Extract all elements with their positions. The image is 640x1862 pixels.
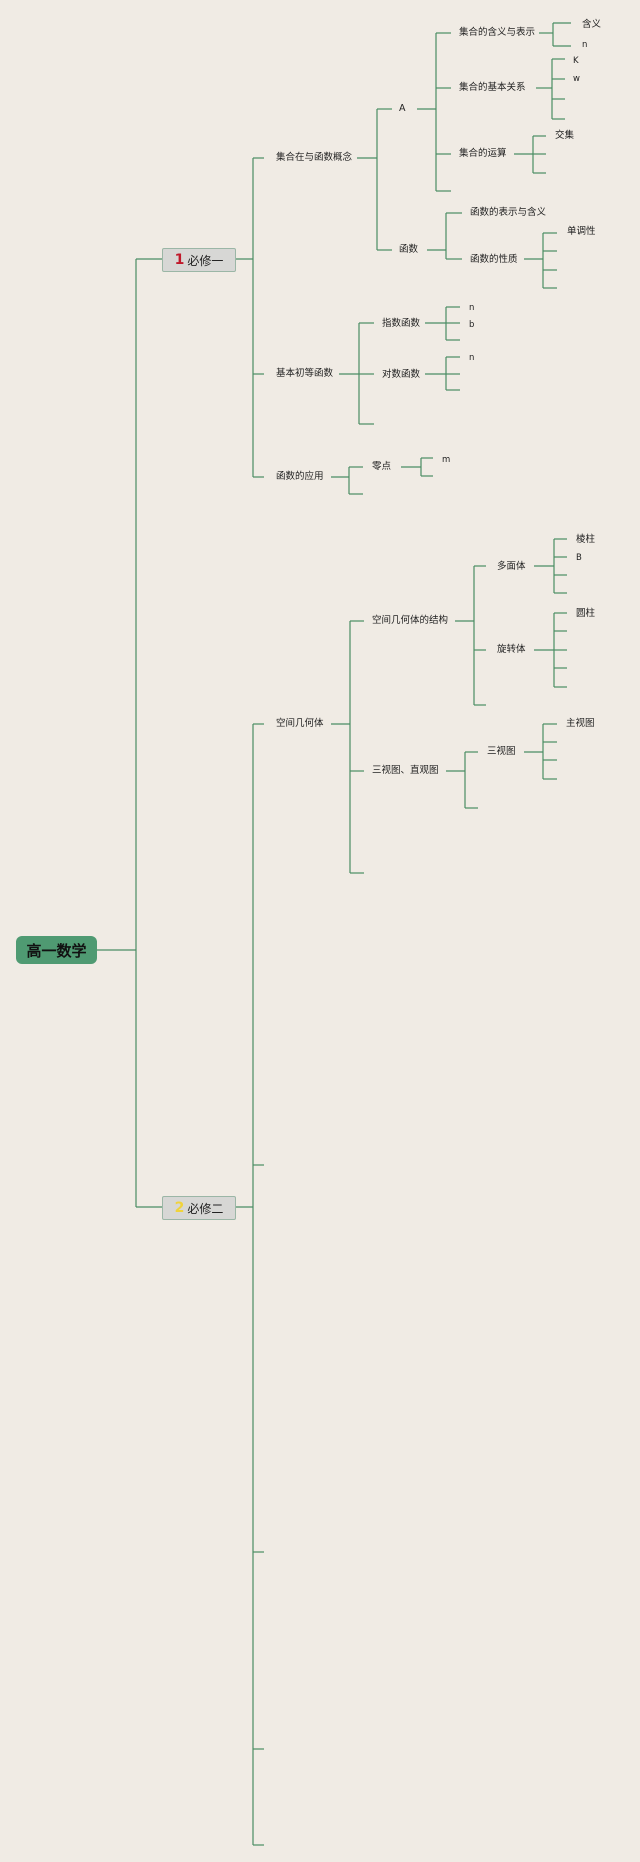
- node-m[interactable]: m: [442, 455, 451, 465]
- node-monotonicity[interactable]: 单调性: [567, 226, 596, 237]
- branch-bixiu-1[interactable]: 1 必修一: [162, 248, 236, 272]
- node-solid-structure[interactable]: 空间几何体的结构: [372, 615, 449, 626]
- branch-number-2: 2: [174, 1200, 185, 1216]
- node-a[interactable]: A: [399, 103, 406, 114]
- node-b-2[interactable]: B: [576, 553, 582, 563]
- node-elementary-functions[interactable]: 基本初等函数: [276, 368, 334, 379]
- node-solid-of-revolution[interactable]: 旋转体: [497, 644, 526, 655]
- node-set-operations[interactable]: 集合的运算: [459, 148, 507, 159]
- node-function[interactable]: 函数: [399, 244, 419, 255]
- root-label: 高一数学: [26, 941, 87, 960]
- node-solid-geometry[interactable]: 空间几何体: [276, 718, 324, 729]
- node-sets-and-functions[interactable]: 集合在与函数概念: [276, 152, 353, 163]
- branch-label-1: 必修一: [187, 253, 224, 268]
- node-n-1[interactable]: n: [582, 40, 588, 50]
- node-log-function[interactable]: 对数函数: [382, 369, 421, 380]
- node-three-view[interactable]: 三视图: [487, 746, 516, 757]
- branch-bixiu-2[interactable]: 2 必修二: [162, 1196, 236, 1220]
- branch-number-1: 1: [174, 252, 185, 268]
- root-topic[interactable]: 高一数学: [16, 936, 97, 964]
- node-polyhedron[interactable]: 多面体: [497, 561, 526, 572]
- node-w[interactable]: w: [573, 74, 580, 84]
- node-function-representation[interactable]: 函数的表示与含义: [470, 207, 547, 218]
- node-n-2[interactable]: n: [469, 303, 475, 313]
- node-set-relations[interactable]: 集合的基本关系: [459, 82, 526, 93]
- branch-label-2: 必修二: [187, 1201, 224, 1216]
- node-cylinder[interactable]: 圆柱: [576, 608, 596, 619]
- node-intersection[interactable]: 交集: [555, 130, 575, 141]
- node-k[interactable]: K: [573, 56, 579, 66]
- node-zero-point[interactable]: 零点: [372, 461, 392, 472]
- node-function-properties[interactable]: 函数的性质: [470, 254, 518, 265]
- node-function-application[interactable]: 函数的应用: [276, 471, 324, 482]
- node-three-views[interactable]: 三视图、直观图: [372, 765, 439, 776]
- node-front-view[interactable]: 主视图: [566, 718, 595, 729]
- node-n-3[interactable]: n: [469, 353, 475, 363]
- node-exponential-function[interactable]: 指数函数: [382, 318, 421, 329]
- node-prism[interactable]: 棱柱: [576, 534, 596, 545]
- node-set-meaning[interactable]: 集合的含义与表示: [459, 27, 536, 38]
- node-meaning[interactable]: 含义: [582, 19, 602, 30]
- node-b-1[interactable]: b: [469, 320, 475, 330]
